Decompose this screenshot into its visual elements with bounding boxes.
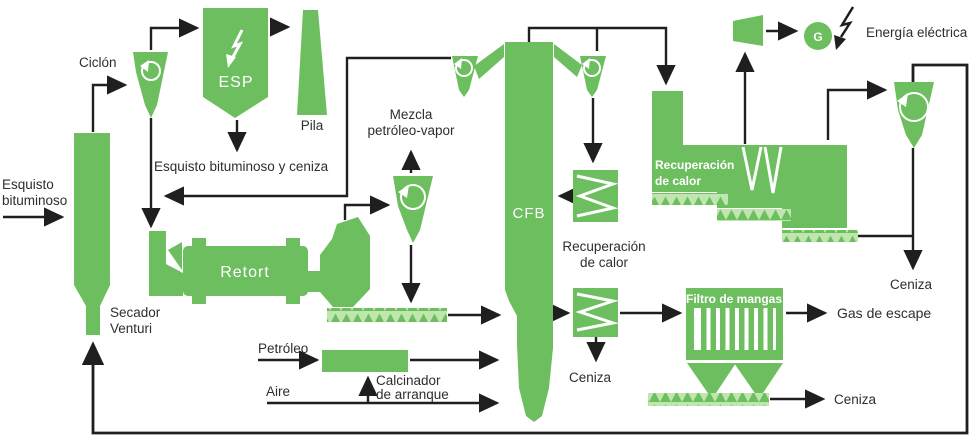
tube-bundle-icon	[763, 146, 783, 194]
turbine-icon	[733, 15, 763, 46]
retort-foot	[286, 295, 300, 304]
esp-return-label: Esquisto bituminoso y ceniza	[154, 159, 329, 174]
venturi-dryer-label: Venturi	[110, 321, 152, 336]
exhaust-gas-label: Gas de escape	[837, 305, 931, 321]
screw-conveyor-icon	[327, 308, 447, 322]
venturi-dryer-vessel	[74, 133, 110, 335]
cyclone-left-label: Ciclón	[79, 55, 117, 70]
esp-vessel	[203, 8, 268, 118]
oil-vapor-label: Mezcla	[390, 107, 433, 122]
screw-conveyor-icon	[717, 209, 791, 221]
retort-unit	[149, 217, 370, 307]
generator-letter: G	[813, 30, 822, 44]
bag-filter-unit	[686, 288, 783, 399]
cfb-duct-right	[554, 44, 582, 77]
heat-recovery-main-label: de calor	[655, 174, 701, 188]
retort-foot	[286, 238, 300, 247]
heat-recovery-small-label: Recuperación	[562, 239, 645, 254]
screw-conveyor-icon	[652, 193, 728, 205]
startup-calciner-label: de arranque	[376, 387, 449, 402]
electric-energy-label: Energía eléctrica	[866, 25, 968, 40]
solids-return-line	[163, 56, 451, 206]
feed-label: bituminoso	[2, 193, 67, 208]
heat-recovery-small-label: de calor	[580, 255, 629, 270]
turbine-generator	[733, 6, 855, 50]
heat-exchanger-top	[573, 170, 619, 222]
venturi-dryer-label: Secador	[110, 305, 161, 320]
cfb-cyclone-left	[452, 56, 478, 97]
retort-label: Retort	[220, 264, 270, 281]
dryer-to-cyclone-line	[91, 75, 128, 132]
ash-filter-label: Ceniza	[834, 392, 877, 407]
esp-label: ESP	[218, 74, 253, 91]
cyclone-oil-vapor	[393, 176, 433, 243]
screw-conveyor-icon	[782, 230, 858, 242]
stack-vessel	[297, 10, 327, 115]
retort-outlet-hopper	[320, 217, 370, 307]
heat-exchanger-icon	[575, 292, 619, 332]
retort-foot	[192, 238, 206, 247]
heat-recovery-unit	[652, 91, 847, 228]
rotation-arrow-icon	[899, 92, 929, 122]
rotation-arrow-icon	[400, 184, 426, 210]
heat-recovery-main-label: Recuperación	[655, 158, 734, 172]
cfb-cyclone-right	[580, 56, 606, 97]
cfb-duct-left	[474, 44, 504, 79]
hr-to-cyclone-line	[826, 80, 888, 140]
ash-hx-label: Ceniza	[569, 370, 612, 385]
heat-exchanger-icon	[575, 174, 619, 218]
screw-conveyor-icon	[648, 393, 769, 406]
cyclone-to-esp-line	[149, 18, 200, 50]
hopper-to-cyclone-line	[343, 195, 391, 220]
cyclone-right	[894, 82, 934, 148]
filter-hopper	[734, 363, 783, 399]
startup-calciner-vessel	[322, 350, 408, 372]
generator-icon	[804, 22, 832, 50]
lightning-icon	[231, 29, 244, 58]
cyclone-left	[133, 52, 168, 118]
tube-bundle-icon	[741, 146, 763, 191]
heat-exchanger-bottom	[573, 288, 619, 337]
stack-label: Pila	[301, 118, 324, 133]
oil-vapor-label: petróleo-vapor	[367, 123, 455, 138]
ash-cyclone-label: Ceniza	[890, 277, 933, 292]
startup-calciner-label: Calcinador	[376, 373, 441, 388]
filter-hopper	[687, 363, 736, 399]
rotation-arrow-icon	[455, 59, 473, 77]
lightning-icon	[839, 6, 855, 38]
feed-label: Esquisto	[2, 177, 54, 192]
retort-foot	[192, 295, 206, 304]
retort-inlet-elbow	[149, 231, 183, 296]
retort-body	[183, 246, 308, 296]
rotation-arrow-icon	[141, 61, 161, 81]
rotation-arrow-icon	[583, 59, 601, 77]
cfb-boiler	[452, 42, 606, 422]
bag-filter-label: Filtro de mangas	[686, 292, 782, 306]
oil-input-label: Petróleo	[258, 341, 308, 356]
retort-outlet-pipe	[308, 271, 322, 292]
cfb-label: CFB	[513, 205, 546, 222]
air-input-label: Aire	[266, 384, 290, 399]
cfb-column	[505, 42, 553, 422]
stream-lines	[3, 17, 969, 435]
gas-recycle-loop-line	[81, 63, 969, 435]
